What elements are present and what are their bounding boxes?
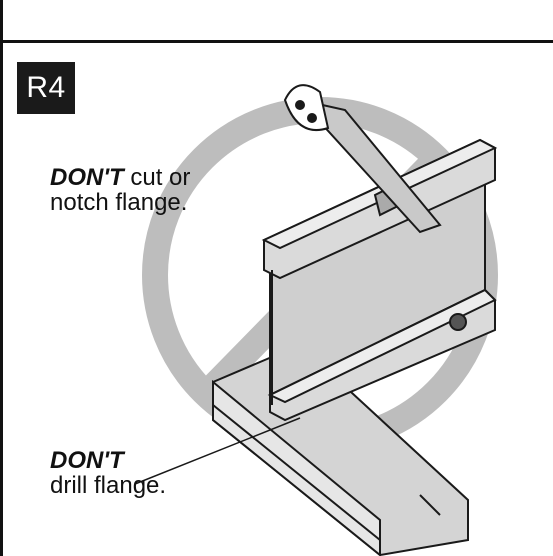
left-border bbox=[0, 0, 3, 556]
hand-saw-icon bbox=[283, 84, 442, 234]
i-joist bbox=[261, 138, 498, 422]
drill-hole-icon bbox=[449, 313, 467, 331]
cut-warning-emphasis: DON'T bbox=[50, 164, 124, 191]
cut-warning: DON'T cut or notch flange. bbox=[50, 165, 190, 215]
top-border bbox=[0, 40, 553, 43]
leader-line bbox=[134, 417, 301, 485]
drill-warning-emphasis: DON'T bbox=[50, 447, 124, 474]
step-badge: R4 bbox=[17, 62, 75, 114]
cut-warning-line2: notch flange. bbox=[50, 189, 188, 217]
drill-warning: DON'T drill flange. bbox=[50, 448, 166, 498]
cut-warning-line1: cut or bbox=[123, 164, 191, 191]
drill-warning-line2: drill flange. bbox=[50, 472, 167, 500]
